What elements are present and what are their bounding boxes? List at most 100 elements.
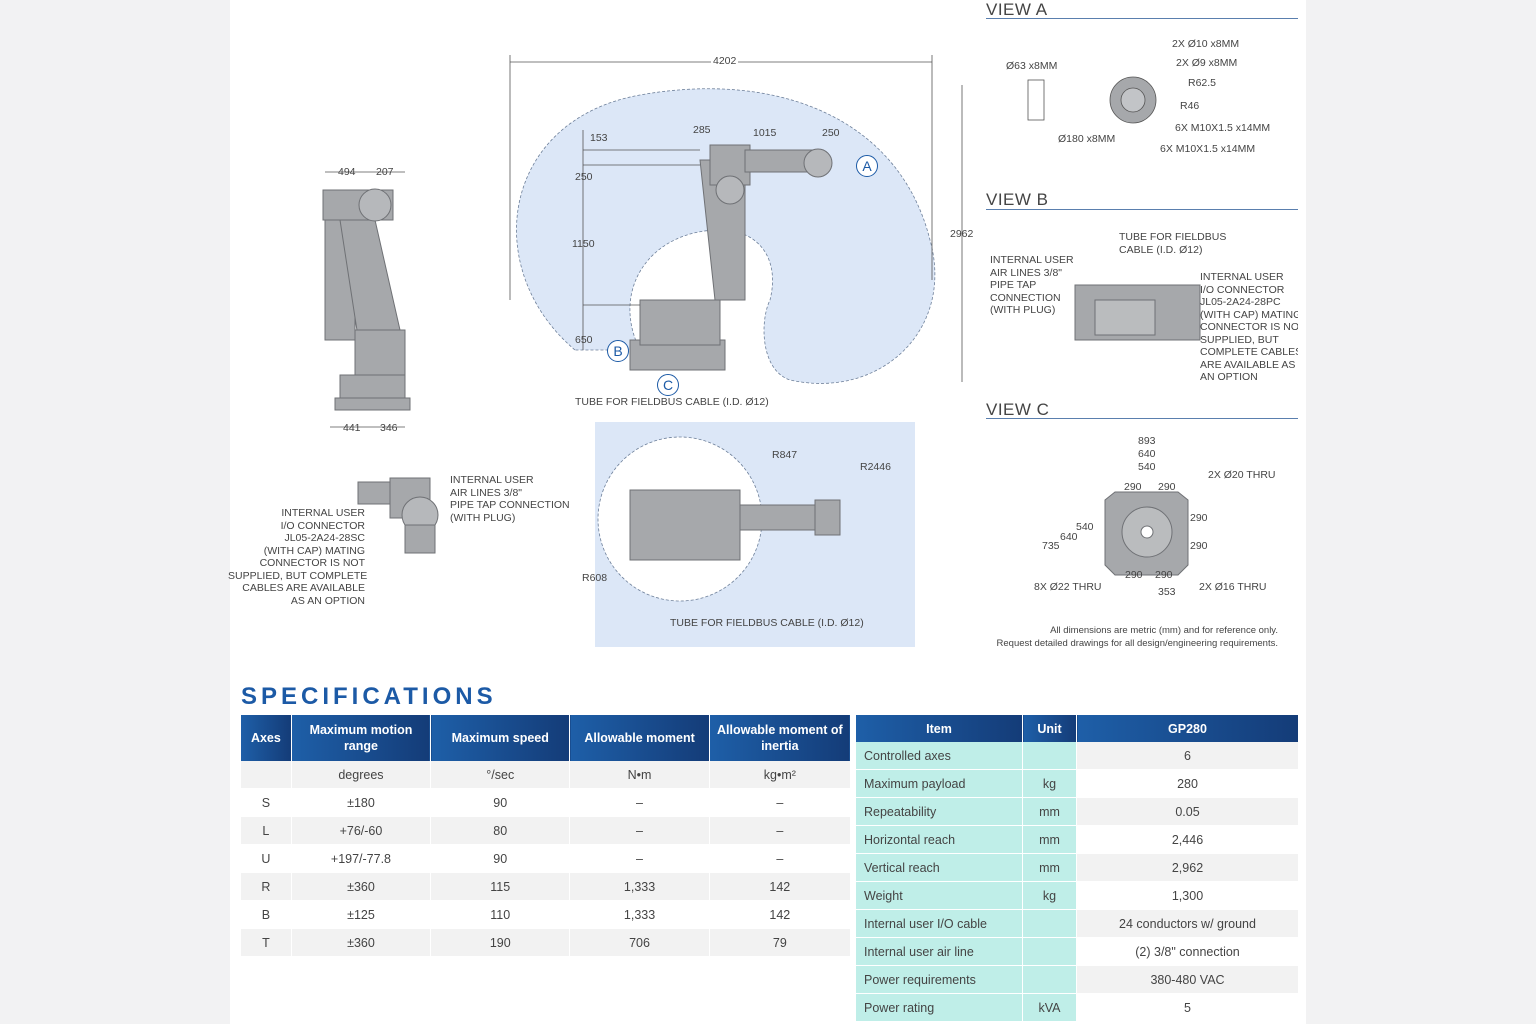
item-cell: 24 conductors w/ ground	[1076, 909, 1299, 938]
left-air-label: INTERNAL USER AIR LINES 3/8" PIPE TAP CO…	[450, 474, 570, 524]
item-cell: Power requirements	[856, 965, 1023, 994]
item-row: Controlled axes 6	[856, 742, 1299, 770]
unit-cell: N•m	[569, 761, 710, 789]
axis-cell: 142	[709, 900, 852, 929]
axis-cell: ±360	[291, 928, 432, 957]
view-a-label: 6X M10X1.5 x14MM	[1175, 122, 1271, 134]
axis-cell: B	[241, 900, 292, 929]
view-c-dim: 353	[1158, 586, 1176, 598]
item-cell: Internal user air line	[856, 937, 1023, 966]
item-cell: 0.05	[1076, 797, 1299, 826]
view-c-dim: 2X Ø20 THRU	[1208, 469, 1276, 481]
item-cell: Vertical reach	[856, 853, 1023, 882]
axes-header: Allowable moment	[569, 715, 710, 761]
item-header: GP280	[1076, 715, 1299, 742]
axis-cell: 115	[430, 872, 571, 901]
view-c-dim: 735	[1042, 540, 1060, 552]
view-c-dim: 640	[1060, 531, 1078, 543]
unit-cell: degrees	[291, 761, 432, 789]
item-cell: Horizontal reach	[856, 825, 1023, 854]
view-a-rule	[986, 18, 1298, 19]
item-cell: Power rating	[856, 993, 1023, 1022]
callout-c: C	[657, 374, 679, 396]
axis-cell: –	[709, 816, 852, 845]
axis-cell: 1,333	[569, 872, 710, 901]
view-c-dim: 290	[1190, 512, 1208, 524]
axis-cell: 79	[709, 928, 852, 957]
view-b-drawing	[1074, 284, 1201, 341]
unit-cell: kg•m²	[709, 761, 852, 789]
axis-cell: –	[569, 816, 710, 845]
item-cell: Repeatability	[856, 797, 1023, 826]
view-c-dim: 290	[1158, 481, 1176, 493]
view-a-title: VIEW A	[986, 0, 1048, 19]
view-a-label: 2X Ø10 x8MM	[1172, 38, 1240, 50]
item-cell: mm	[1022, 853, 1077, 882]
item-cell: 2,962	[1076, 853, 1299, 882]
view-a-label: R46	[1180, 100, 1200, 112]
item-cell: 2,446	[1076, 825, 1299, 854]
view-b-io-label: INTERNAL USER I/O CONNECTOR JL05-2A24-28…	[1200, 271, 1298, 383]
item-cell	[1022, 937, 1077, 966]
unit-cell	[241, 761, 292, 789]
view-b-tube-label: TUBE FOR FIELDBUS CABLE (I.D. Ø12)	[1119, 231, 1227, 256]
view-c-drawing	[1104, 491, 1189, 576]
main-tube-label: TUBE FOR FIELDBUS CABLE (I.D. Ø12)	[575, 396, 769, 408]
item-row: Internal user air line (2) 3/8" connectio…	[856, 937, 1299, 966]
item-cell: (2) 3/8" connection	[1076, 937, 1299, 966]
item-header: Item	[856, 715, 1023, 742]
top-tube-label: TUBE FOR FIELDBUS CABLE (I.D. Ø12)	[670, 617, 864, 629]
view-c-dim: 640	[1138, 448, 1156, 460]
axis-cell: –	[569, 844, 710, 873]
axis-cell: +76/-60	[291, 816, 432, 845]
item-cell	[1022, 965, 1077, 994]
axis-cell: –	[709, 844, 852, 873]
axis-cell: L	[241, 816, 292, 845]
item-cell: 280	[1076, 769, 1299, 798]
axis-cell: S	[241, 788, 292, 817]
axes-header: Allowable moment of inertia	[709, 715, 852, 761]
axis-cell: ±125	[291, 900, 432, 929]
axis-cell: T	[241, 928, 292, 957]
side-view-robot	[322, 188, 411, 411]
view-c-dim: 290	[1124, 481, 1142, 493]
top-radius: R2446	[860, 461, 891, 473]
view-a-label: Ø63 x8MM	[1006, 60, 1058, 72]
top-radius: R847	[772, 449, 798, 461]
view-c-title: VIEW C	[986, 400, 1050, 419]
item-cell: 6	[1076, 742, 1299, 770]
item-cell: Controlled axes	[856, 742, 1023, 770]
specifications-heading: SPECIFICATIONS	[241, 683, 497, 710]
main-dim: 153	[590, 132, 608, 144]
main-dim: 1150	[572, 238, 595, 250]
view-c-dim: 540	[1138, 461, 1156, 473]
view-c-dim: 2X Ø16 THRU	[1199, 581, 1267, 593]
axes-header: Maximum motion range	[291, 715, 432, 761]
view-b-air-label: INTERNAL USER AIR LINES 3/8" PIPE TAP CO…	[990, 254, 1074, 316]
axis-cell: –	[569, 788, 710, 817]
axes-table: Axes Maximum motion range Maximum speed …	[241, 715, 852, 957]
view-b-title: VIEW B	[986, 190, 1049, 209]
side-dim: 441	[343, 422, 361, 434]
axis-cell: 1,333	[569, 900, 710, 929]
view-c-dim: 893	[1138, 435, 1156, 447]
view-c-rule	[986, 418, 1298, 419]
axis-cell: R	[241, 872, 292, 901]
callout-b: B	[607, 340, 629, 362]
axis-cell: 90	[430, 844, 571, 873]
main-dim: 4202	[711, 55, 739, 68]
main-robot	[629, 144, 833, 371]
view-c-dim: 290	[1155, 569, 1173, 581]
item-cell	[1022, 909, 1077, 938]
axes-header: Maximum speed	[430, 715, 571, 761]
main-dim: 285	[693, 124, 711, 136]
axis-cell: ±180	[291, 788, 432, 817]
